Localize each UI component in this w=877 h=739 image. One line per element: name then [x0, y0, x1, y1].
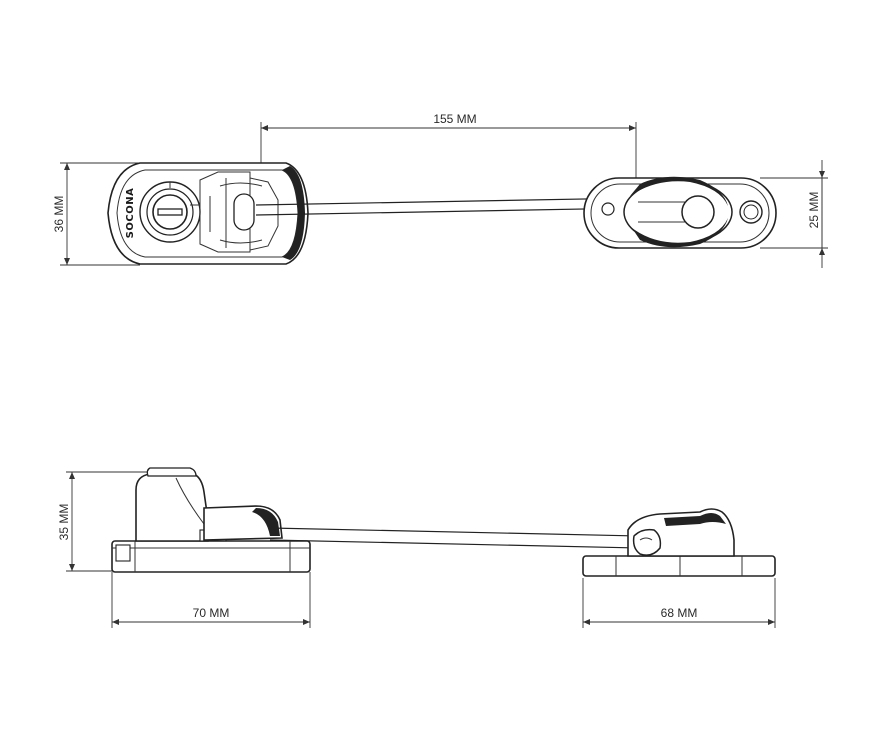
- receiver-top: [583, 176, 777, 249]
- dimension-label-25: 25 MM: [807, 192, 821, 229]
- dimension-label-36: 36 MM: [52, 196, 66, 233]
- screw-hole-icon: [601, 202, 615, 216]
- lock-body-top: SOCONA: [107, 162, 309, 265]
- dimension-68mm: 68 MM: [582, 578, 776, 628]
- dimension-70mm: 70 MM: [111, 572, 311, 628]
- dimension-25mm: 25 MM: [760, 160, 828, 268]
- cable-side: [269, 527, 641, 549]
- top-view: 155 MM 36 MM 25 MM SOCONA: [52, 112, 828, 268]
- receiver-side: [582, 508, 776, 577]
- lock-body-side: [111, 467, 311, 573]
- brand-logo: SOCONA: [125, 188, 136, 239]
- dimension-label-35: 35 MM: [57, 504, 71, 541]
- screw-hole-icon: [739, 200, 763, 224]
- cable-top: [255, 197, 641, 216]
- dimension-35mm: 35 MM: [57, 471, 150, 572]
- key-slot-icon: [157, 208, 183, 216]
- dimension-label-68: 68 MM: [661, 606, 698, 620]
- dimension-155mm: 155 MM: [260, 112, 637, 222]
- dimension-label-155: 155 MM: [433, 112, 476, 126]
- side-view: 35 MM 70 MM 68 MM: [57, 467, 776, 628]
- dimension-label-70: 70 MM: [193, 606, 230, 620]
- dimension-36mm: 36 MM: [52, 162, 140, 266]
